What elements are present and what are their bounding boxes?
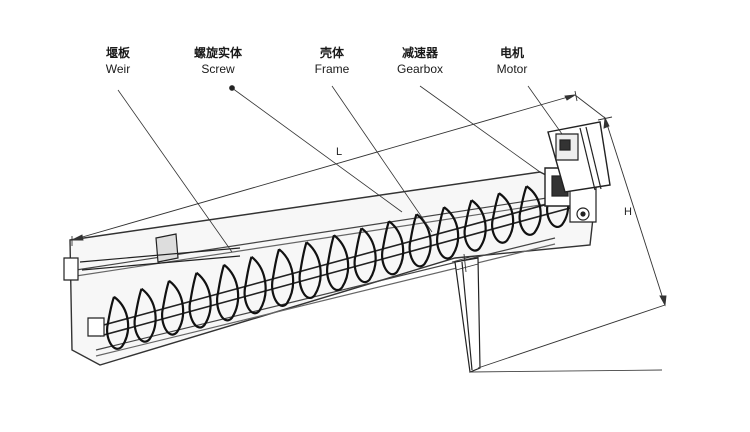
feed-end — [64, 258, 104, 336]
support-leg — [455, 258, 480, 372]
frame-body — [70, 172, 595, 365]
label-motor-en: Motor — [496, 62, 528, 76]
screw-flight — [327, 235, 348, 290]
weir-plate — [80, 234, 240, 270]
screw-flight — [492, 193, 513, 242]
leader-gearbox — [420, 86, 540, 172]
leader-lines — [118, 86, 562, 253]
screw-flight — [382, 221, 403, 274]
leader-screw — [232, 88, 402, 212]
screw-flight — [355, 228, 376, 282]
screw-flight — [300, 242, 321, 298]
label-gearbox-cn: 减速器 — [401, 46, 438, 60]
screw-flight — [437, 207, 458, 258]
motor — [548, 122, 610, 192]
screw-flight — [272, 249, 293, 306]
label-screw-en: Screw — [201, 62, 235, 76]
screw-flight — [107, 297, 128, 349]
dimension-length-label: L — [336, 146, 343, 158]
screw-flight — [520, 186, 541, 235]
label-gearbox-en: Gearbox — [396, 62, 444, 76]
dimension-height — [470, 117, 666, 372]
dimension-height-label: H — [624, 206, 632, 218]
screw-flight — [245, 257, 266, 313]
label-weir-en: Weir — [105, 62, 131, 76]
screw-flight — [162, 281, 183, 335]
label-motor-cn: 电机 — [499, 46, 524, 60]
label-frame-en: Frame — [314, 62, 350, 76]
screw-flight — [410, 214, 431, 266]
leader-frame — [332, 86, 432, 232]
leader-weir — [118, 90, 232, 252]
dimension-length — [72, 91, 605, 246]
label-weir-cn: 堰板 — [105, 46, 130, 60]
label-screw-cn: 螺旋实体 — [193, 46, 242, 60]
screw-flight — [135, 289, 156, 342]
screw-flight — [465, 200, 486, 250]
screw-flight — [217, 265, 238, 321]
angle-marker — [452, 254, 478, 272]
label-frame-cn: 壳体 — [319, 46, 344, 60]
screw-flight — [190, 273, 211, 328]
leader-motor — [528, 86, 562, 134]
